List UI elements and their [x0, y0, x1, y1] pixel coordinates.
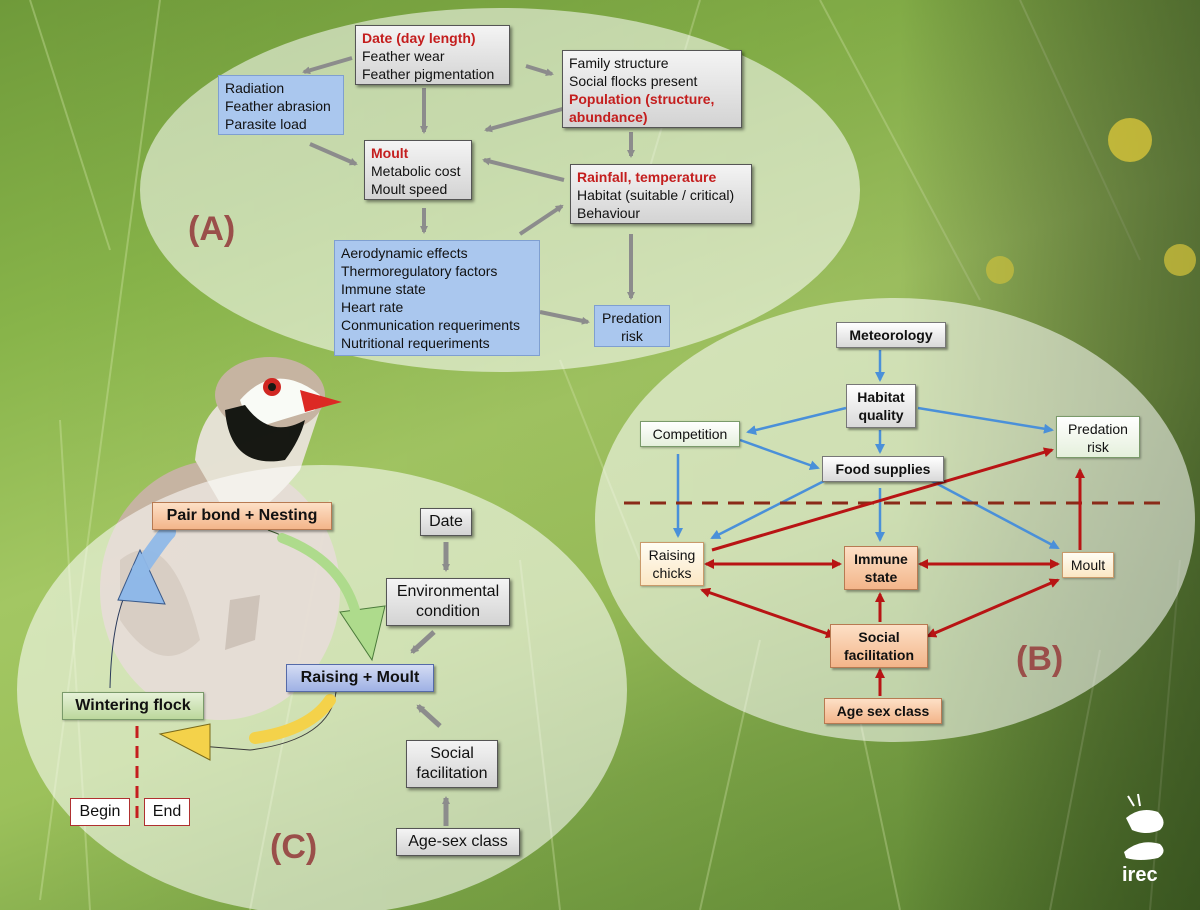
environmental-line-1: Environmental: [396, 583, 500, 600]
family-line-2: Social flocks present: [569, 73, 698, 89]
meteorology-box: Meteorology: [836, 322, 946, 348]
pair-bond-label: Pair bond + Nesting: [166, 507, 318, 524]
panel-label-c: (C): [270, 828, 318, 866]
food-supplies-box: Food supplies: [822, 456, 944, 482]
rainfall-line-1: Habitat (suitable / critical): [577, 187, 735, 203]
social-c-line-2: facilitation: [416, 765, 488, 782]
family-line-1: Family structure: [569, 55, 669, 71]
family-structure-box: Family structure Social flocks present P…: [562, 50, 742, 128]
immune-line-2: state: [864, 569, 898, 585]
meteorology-label: Meteorology: [849, 327, 933, 343]
habitat-line-1: Habitat: [857, 389, 905, 405]
raising-chicks-line-2: chicks: [652, 565, 692, 581]
effects-box: Aerodynamic effects Thermoregulatory fac…: [334, 240, 540, 356]
social-facilitation-box-b: Social facilitation: [830, 624, 928, 668]
effects-line-3: Immune state: [341, 281, 426, 297]
radiation-line-1: Radiation: [225, 80, 285, 96]
rainfall-temperature-box: Rainfall, temperature Habitat (suitable …: [570, 164, 752, 224]
panel-a-arrows: [302, 56, 635, 325]
predation-risk-box-b: Predation risk: [1056, 416, 1140, 458]
panel-c-grey-arrows: [410, 542, 450, 826]
panel-b-blue-arrows: [673, 350, 1060, 550]
raising-moult-box: Raising + Moult: [286, 664, 434, 692]
social-b-line-2: facilitation: [843, 647, 914, 663]
end-box: End: [144, 798, 190, 826]
immune-line-1: Immune: [854, 551, 908, 567]
predation-risk-box-a: Predation risk: [594, 305, 670, 347]
age-sex-b-label: Age sex class: [836, 703, 930, 719]
irec-logo-graphic: [1124, 793, 1164, 860]
raising-chicks-box: Raising chicks: [640, 542, 704, 586]
competition-label: Competition: [652, 426, 728, 442]
effects-line-5: Conmunication requeriments: [341, 317, 520, 333]
end-label: End: [152, 803, 182, 820]
predation-a-line-1: Predation: [602, 310, 662, 326]
social-b-line-1: Social: [858, 629, 900, 645]
food-supplies-label: Food supplies: [835, 461, 931, 477]
pair-bond-nesting-box: Pair bond + Nesting: [152, 502, 332, 530]
moult-line-1: Metabolic cost: [371, 163, 461, 179]
environmental-line-2: condition: [415, 603, 481, 620]
effects-line-2: Thermoregulatory factors: [341, 263, 498, 279]
habitat-line-2: quality: [858, 407, 904, 423]
moult-b-label: Moult: [1070, 557, 1106, 573]
social-c-line-1: Social: [430, 745, 474, 762]
panel-c-cycle: [109, 524, 386, 761]
moult-box-b: Moult: [1062, 552, 1114, 578]
panel-b-red-arrows: [700, 447, 1085, 696]
raising-chicks-line-1: Raising: [648, 547, 696, 563]
radiation-line-2: Feather abrasion: [225, 98, 331, 114]
predation-b-line-1: Predation: [1068, 421, 1128, 437]
date-box-c: Date: [420, 508, 472, 536]
wintering-flock-box: Wintering flock: [62, 692, 204, 720]
moult-title: Moult: [371, 145, 409, 161]
age-sex-c-label: Age-sex class: [408, 833, 508, 850]
age-sex-class-box-b: Age sex class: [824, 698, 942, 724]
social-facilitation-box-c: Social facilitation: [406, 740, 498, 788]
effects-line-4: Heart rate: [341, 299, 404, 315]
wintering-flock-label: Wintering flock: [75, 697, 191, 714]
date-c-label: Date: [429, 513, 463, 530]
immune-state-box: Immune state: [844, 546, 918, 590]
panel-label-a: (A): [188, 210, 236, 248]
ellipse-b: [595, 298, 1195, 742]
age-sex-class-box-c: Age-sex class: [396, 828, 520, 856]
radiation-box: Radiation Feather abrasion Parasite load: [218, 75, 344, 135]
rainfall-title: Rainfall, temperature: [577, 169, 717, 185]
date-box-line-1: Feather wear: [362, 48, 445, 64]
date-day-length-box: Date (day length) Feather wear Feather p…: [355, 25, 510, 85]
habitat-quality-box: Habitat quality: [846, 384, 916, 428]
begin-label: Begin: [79, 803, 121, 820]
rainfall-line-2: Behaviour: [577, 205, 641, 221]
begin-box: Begin: [70, 798, 130, 826]
effects-line-1: Aerodynamic effects: [341, 245, 468, 261]
date-box-line-2: Feather pigmentation: [362, 66, 495, 82]
moult-box: Moult Metabolic cost Moult speed: [364, 140, 472, 200]
date-day-length-title: Date (day length): [362, 30, 476, 46]
predation-b-line-2: risk: [1087, 439, 1109, 455]
moult-line-2: Moult speed: [371, 181, 448, 197]
raising-moult-label: Raising + Moult: [300, 669, 420, 686]
population-text: Population (structure, abundance): [569, 91, 715, 125]
environmental-condition-box: Environmental condition: [386, 578, 510, 626]
radiation-line-3: Parasite load: [225, 116, 307, 132]
panel-label-b: (B): [1016, 640, 1064, 678]
effects-line-6: Nutritional requeriments: [341, 335, 490, 351]
predation-a-line-2: risk: [621, 328, 643, 344]
irec-logo-text: irec: [1122, 864, 1158, 886]
competition-box: Competition: [640, 421, 740, 447]
